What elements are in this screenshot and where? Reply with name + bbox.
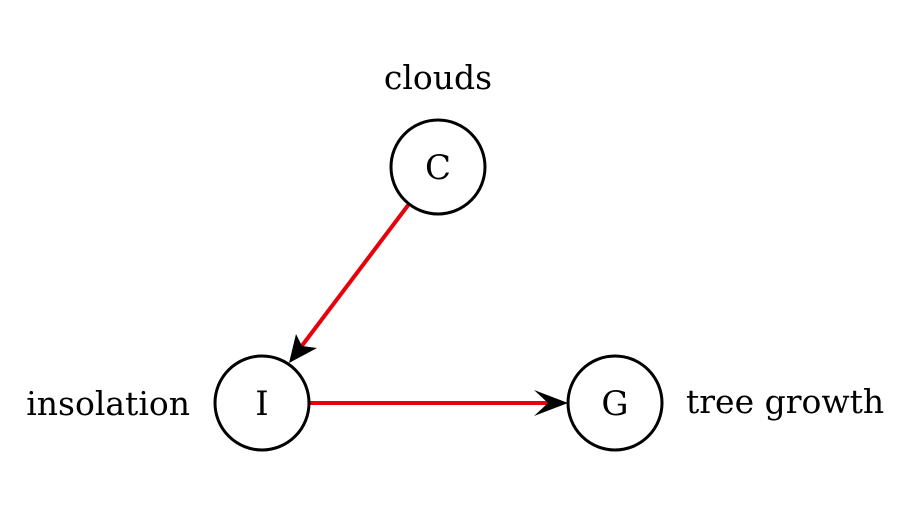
arrowhead-i-g: [534, 390, 568, 416]
node-insolation: I: [213, 354, 311, 452]
node-label-g: G: [601, 384, 628, 424]
description-tree-growth: tree growth: [686, 382, 884, 421]
edge-insolation-to-growth: [310, 390, 568, 416]
node-circle-i: [213, 354, 311, 452]
arrowhead-c-i: [289, 334, 317, 363]
edge-clouds-to-insolation: [289, 202, 411, 363]
description-clouds: clouds: [384, 58, 492, 97]
node-label-c: C: [425, 148, 451, 188]
node-circle-c: [389, 118, 487, 216]
node-circle-g: [566, 354, 664, 452]
node-clouds: C: [389, 118, 487, 216]
node-label-i: I: [255, 384, 268, 424]
node-tree-growth: G: [566, 354, 664, 452]
description-insolation: insolation: [26, 384, 190, 423]
edge-line-c-i: [299, 202, 411, 349]
